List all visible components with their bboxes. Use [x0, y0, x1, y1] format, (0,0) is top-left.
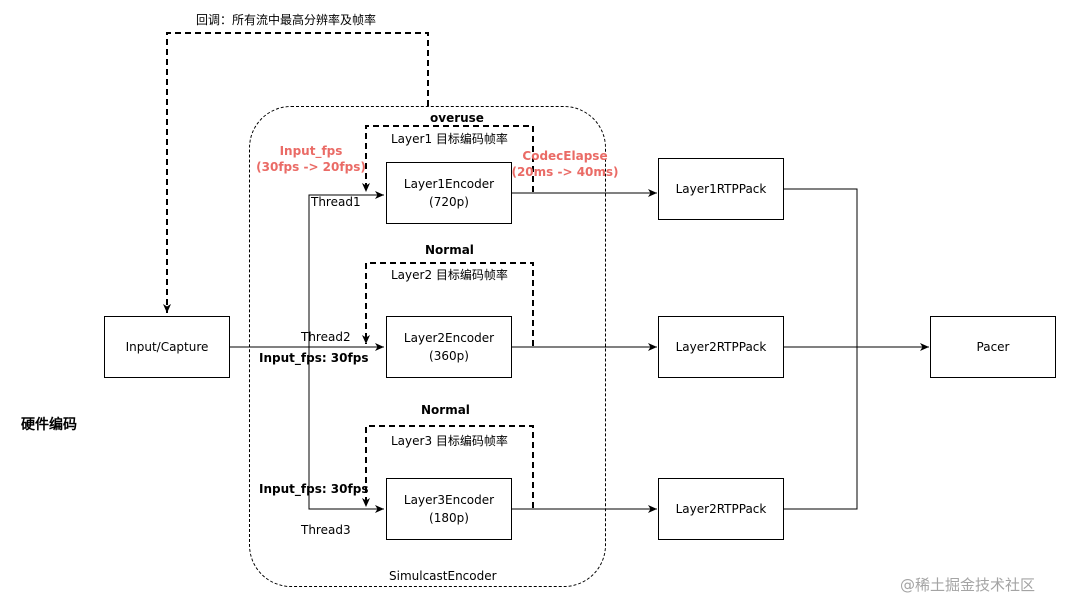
layer3-rtp-pack-node: Layer2RTPPack: [658, 478, 784, 540]
layer1-state-label: overuse: [430, 111, 484, 125]
layer3-feedback-arrow: [362, 425, 534, 508]
thread3-branch-arrow: [308, 347, 384, 513]
layer1-rtp-pack-label: Layer1RTPPack: [675, 182, 767, 196]
layer2-input-fps-label: Input_fps: 30fps: [259, 351, 369, 365]
layer1-encoder-resolution: (720p): [429, 195, 469, 209]
input-capture-label: Input/Capture: [125, 340, 209, 354]
layer2-encoder-resolution: (360p): [429, 349, 469, 363]
layer3-rtp-pack-label: Layer2RTPPack: [675, 502, 767, 516]
input-capture-node: Input/Capture: [104, 316, 230, 378]
thread1-branch-arrow: [308, 191, 384, 347]
simulcast-encoder-group: [249, 106, 606, 587]
hardware-encoding-label: 硬件编码: [21, 417, 77, 433]
layer1-encoder-node: Layer1Encoder (720p): [386, 162, 512, 224]
layer2-feedback-arrow: [362, 262, 534, 346]
layer2-rtp-pack-node: Layer2RTPPack: [658, 316, 784, 378]
layer3-target-fps-label: Layer3 目标编码帧率: [391, 434, 508, 448]
layer3-encoder-name: Layer3Encoder: [403, 493, 495, 507]
layer1-input-fps-title: Input_fps: [279, 144, 343, 158]
rtp1-to-pacer-line: [784, 188, 858, 347]
layer3-input-fps-label: Input_fps: 30fps: [259, 482, 369, 496]
layer1-rtp-pack-node: Layer1RTPPack: [658, 158, 784, 220]
callback-label: 回调：所有流中最高分辨率及帧率: [196, 13, 377, 27]
layer1-input-fps-change: (30fps -> 20fps): [256, 160, 366, 174]
simulcast-encoder-label: SimulcastEncoder: [389, 569, 497, 583]
rtp3-to-pacer-line: [784, 347, 858, 510]
pacer-node: Pacer: [930, 316, 1056, 378]
layer2-encoder-node: Layer2Encoder (360p): [386, 316, 512, 378]
layer1-target-fps-label: Layer1 目标编码帧率: [391, 132, 508, 146]
layer1-codec-elapse-annotation: CodecElapse (20ms -> 40ms): [510, 148, 620, 180]
layer1-codec-elapse-change: (20ms -> 40ms): [511, 165, 619, 179]
watermark-text: @稀土掘金技术社区: [900, 576, 1036, 594]
layer1-input-fps-annotation: Input_fps (30fps -> 20fps): [252, 143, 370, 175]
thread3-label: Thread3: [301, 523, 351, 537]
layer3-encoder-node: Layer3Encoder (180p): [386, 478, 512, 540]
layer1-codec-elapse-title: CodecElapse: [522, 149, 608, 163]
layer2-encoder-name: Layer2Encoder: [403, 331, 495, 345]
layer1-encoder-name: Layer1Encoder: [403, 177, 495, 191]
layer2-rtp-pack-label: Layer2RTPPack: [675, 340, 767, 354]
layer3-encoder-resolution: (180p): [429, 511, 469, 525]
thread2-label: Thread2: [301, 330, 351, 344]
layer3-state-label: Normal: [421, 403, 470, 417]
layer2-state-label: Normal: [425, 243, 474, 257]
callback-feedback-arrow: [163, 32, 429, 313]
thread1-label: Thread1: [311, 195, 361, 209]
layer2-target-fps-label: Layer2 目标编码帧率: [391, 268, 508, 282]
layer1-feedback-arrow: [362, 125, 534, 192]
pacer-label: Pacer: [976, 340, 1010, 354]
